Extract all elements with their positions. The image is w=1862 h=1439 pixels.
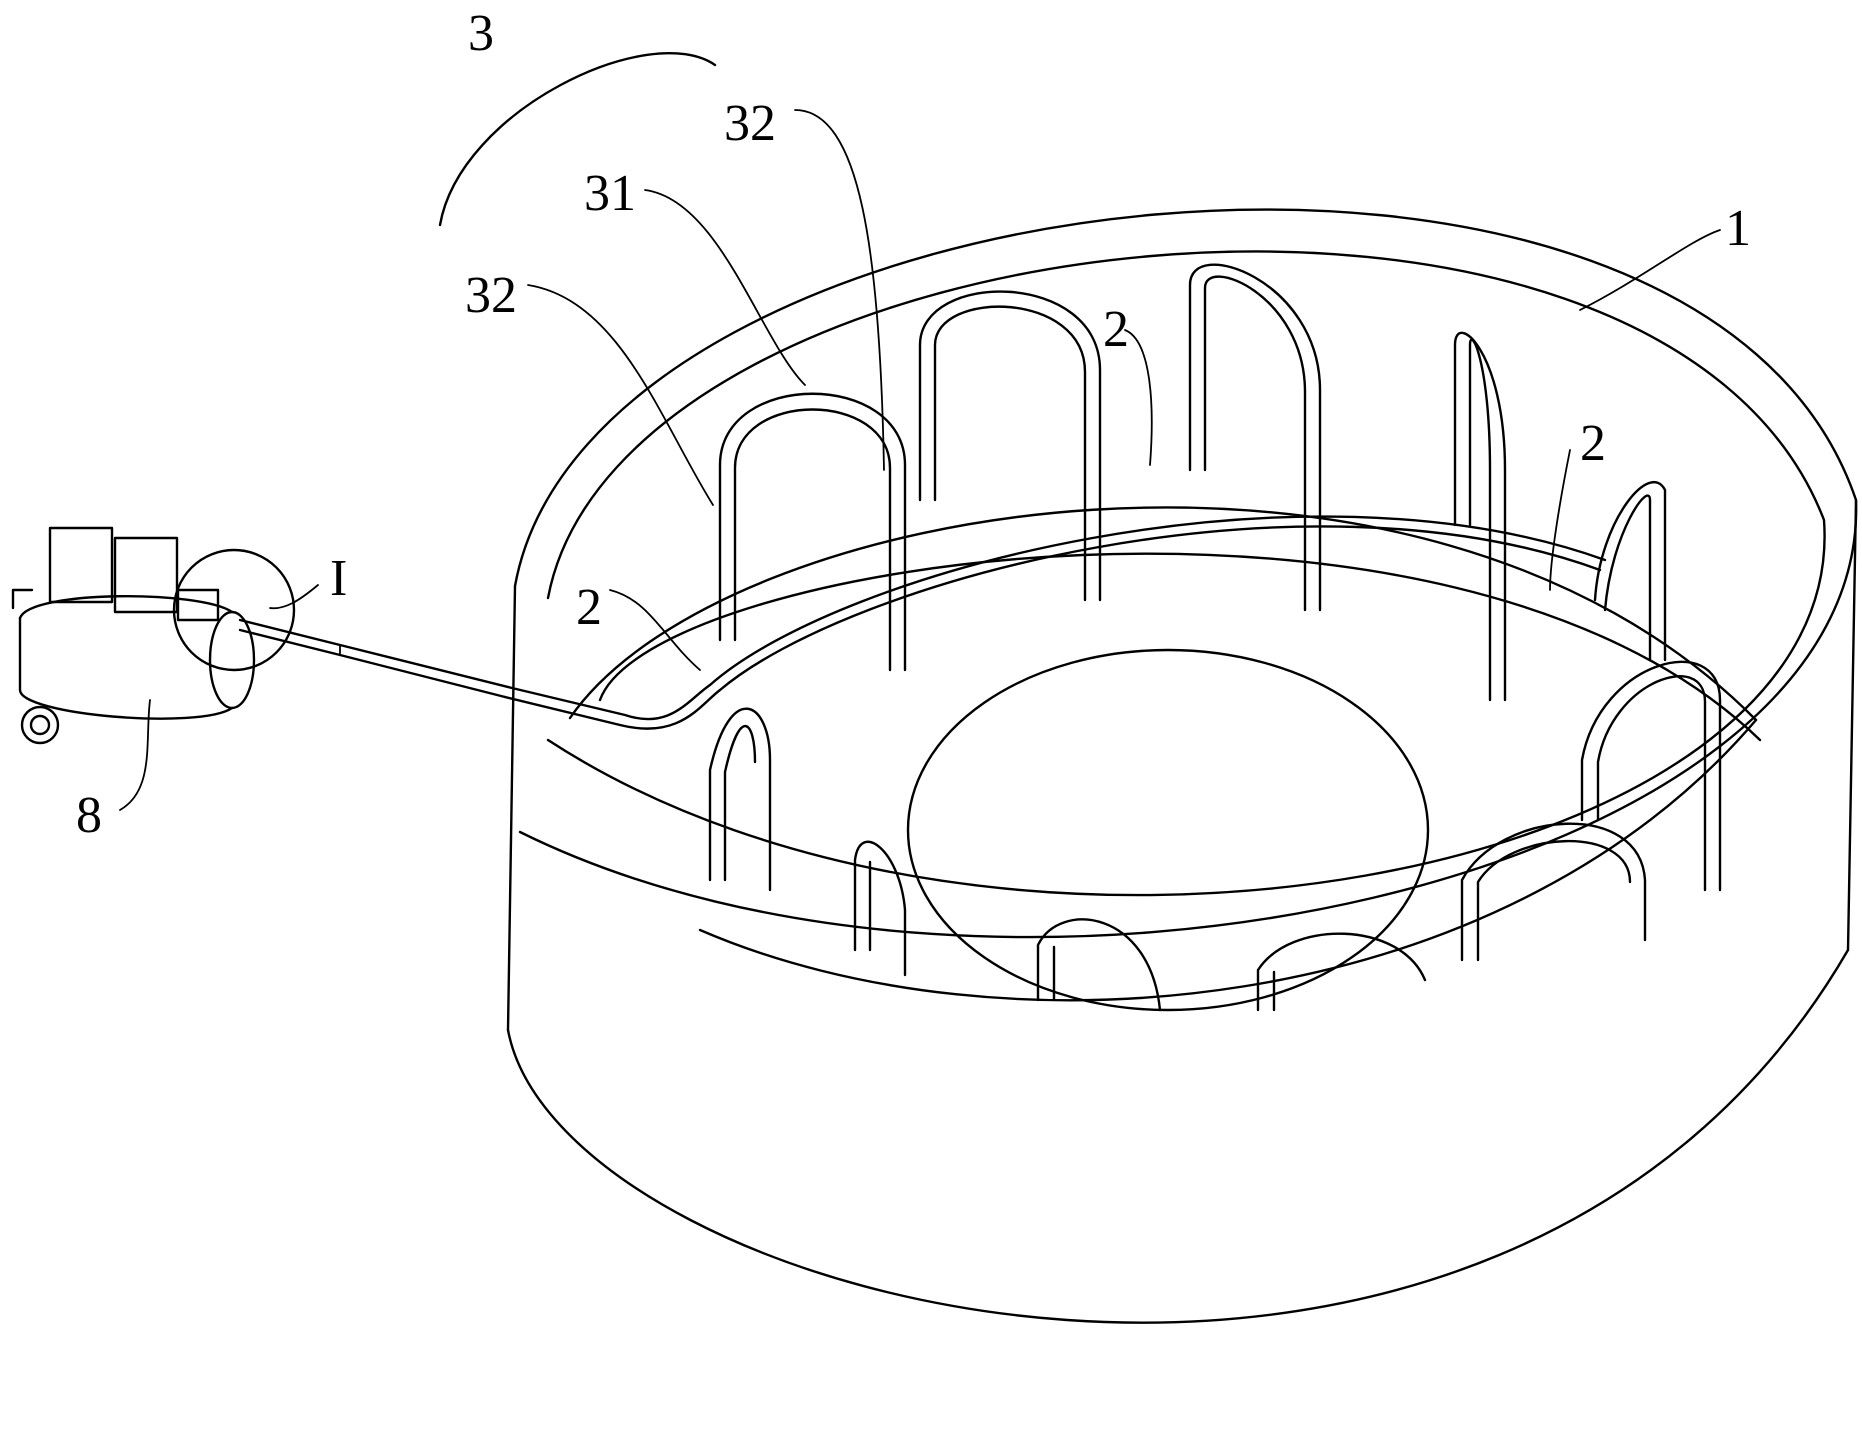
label-3: 3 bbox=[468, 5, 494, 62]
u-tube-7 bbox=[1460, 822, 1647, 962]
air-compressor bbox=[11, 526, 256, 745]
u-tube-10 bbox=[1036, 918, 1162, 1012]
label-32-top: 32 bbox=[724, 95, 776, 152]
u-tube-3 bbox=[1188, 263, 1322, 612]
label-2-center: 2 bbox=[1103, 301, 1129, 358]
label-31: 31 bbox=[584, 165, 636, 222]
u-tube-11 bbox=[1256, 932, 1427, 1012]
tank-body bbox=[506, 208, 1858, 1324]
label-8: 8 bbox=[76, 787, 102, 844]
supply-pipe bbox=[238, 515, 1607, 730]
label-I: I bbox=[330, 550, 347, 607]
center-opening bbox=[906, 648, 1430, 1012]
label-1: 1 bbox=[1725, 200, 1751, 257]
u-tube-9 bbox=[853, 840, 907, 977]
label-2-right: 2 bbox=[1580, 415, 1606, 472]
u-tube-2 bbox=[918, 290, 1102, 602]
u-tube-6 bbox=[1580, 660, 1722, 892]
leader-lines bbox=[119, 52, 1721, 811]
detail-circle bbox=[172, 548, 296, 672]
u-tube-8 bbox=[708, 707, 772, 892]
label-2-left: 2 bbox=[576, 579, 602, 636]
u-tube-4 bbox=[1453, 331, 1507, 702]
label-32-left: 32 bbox=[465, 267, 517, 324]
labels: 3 32 31 32 1 2 2 2 I 8 bbox=[76, 5, 1751, 844]
u-tube-1 bbox=[718, 392, 907, 672]
u-tube-5 bbox=[1593, 481, 1667, 662]
